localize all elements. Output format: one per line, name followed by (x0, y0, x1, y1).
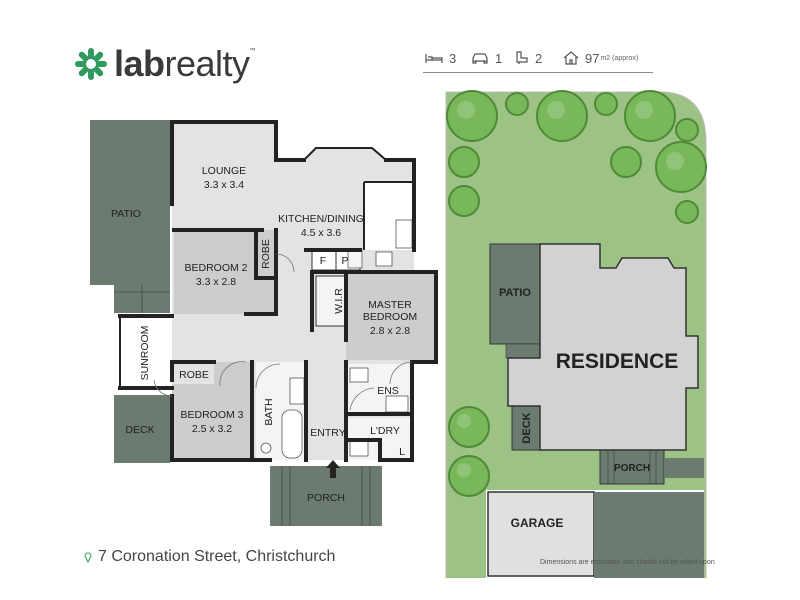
laundry-label: L'DRY (370, 425, 400, 437)
site-patio-label: PATIO (499, 287, 531, 299)
site-patio (489, 243, 541, 345)
house-icon (563, 51, 579, 65)
bath-label: BATH (263, 398, 275, 425)
master-size: 2.8 x 2.8 (370, 325, 410, 337)
master-label-2: BEDROOM (363, 311, 417, 323)
car-icon (472, 53, 488, 64)
lounge-label: LOUNGE (202, 165, 246, 177)
pantry-label: P (341, 255, 348, 267)
bedrooms-stat: 3 (425, 48, 456, 68)
entry-arrow-icon (326, 460, 340, 478)
area-unit: m2 (approx) (600, 54, 639, 62)
logo: labrealty ™ (74, 44, 256, 84)
site-deck (511, 405, 543, 451)
site-residence (507, 243, 699, 451)
bedroom2-size: 3.3 x 2.8 (196, 276, 236, 288)
porch-label: PORCH (307, 492, 345, 504)
deck-area (114, 395, 170, 463)
porch-area (270, 466, 382, 526)
laundry-l-label: L (399, 446, 405, 458)
location-pin-icon (84, 552, 92, 563)
patio-label: PATIO (111, 208, 141, 220)
lab-realty-logo-icon (75, 48, 107, 80)
lounge-size: 3.3 x 3.4 (204, 179, 244, 191)
site-residence-label: RESIDENCE (556, 350, 679, 373)
robe3-label: ROBE (179, 369, 209, 381)
bathrooms-count: 2 (535, 50, 543, 66)
bedroom-2 (174, 230, 276, 314)
deck-label: DECK (125, 424, 154, 436)
bedroom3-size: 2.5 x 3.2 (192, 423, 232, 435)
bed-icon (425, 54, 443, 63)
master-bedroom (346, 274, 434, 360)
kitchen-label: KITCHEN/DINING (278, 213, 364, 225)
car-stat: 1 (471, 48, 502, 68)
patio-area (90, 120, 170, 285)
bathrooms-stat: 2 (515, 48, 542, 68)
sunroom-label: SUNROOM (139, 326, 151, 381)
master-label-1: MASTER (368, 299, 412, 311)
site-plan: RESIDENCE PATIO DECK PORCH GARAGE (445, 90, 707, 578)
brand-name: labrealty (114, 46, 250, 82)
site-trees (446, 90, 707, 497)
bath-icon (516, 51, 528, 64)
bedroom2-label: BEDROOM 2 (184, 262, 247, 274)
property-address: 7 Coronation Street, Christchurch (84, 548, 335, 566)
bedroom3-label: BEDROOM 3 (180, 409, 243, 421)
site-garage-roof-dark (594, 492, 704, 578)
entry-label: ENTRY (310, 427, 345, 439)
fridge-label: F (320, 255, 326, 267)
site-boundary (446, 91, 707, 578)
car-count: 1 (495, 50, 503, 66)
kitchen-size: 4.5 x 3.6 (301, 227, 341, 239)
brand-name-bold: lab (114, 43, 165, 84)
robe2-label: ROBE (260, 239, 272, 269)
address-text: 7 Coronation Street, Christchurch (98, 548, 336, 565)
ens-label: ENS (377, 385, 399, 397)
brand-name-light: realty (164, 43, 251, 84)
bedrooms-count: 3 (449, 50, 457, 66)
house-floor-plan: LOUNGE 3.3 x 3.4 KITCHEN/DINING 4.5 x 3.… (90, 120, 438, 526)
site-garage-label: GARAGE (511, 516, 564, 530)
wir-label: W.I.R (333, 288, 345, 314)
disclaimer: Dimensions are estimates and should not … (540, 559, 715, 566)
area-value: 97 (585, 50, 600, 66)
brand-trademark: ™ (249, 48, 256, 54)
site-garage (487, 491, 595, 577)
site-deck-label: DECK (521, 412, 533, 443)
site-porch-label: PORCH (614, 463, 650, 474)
